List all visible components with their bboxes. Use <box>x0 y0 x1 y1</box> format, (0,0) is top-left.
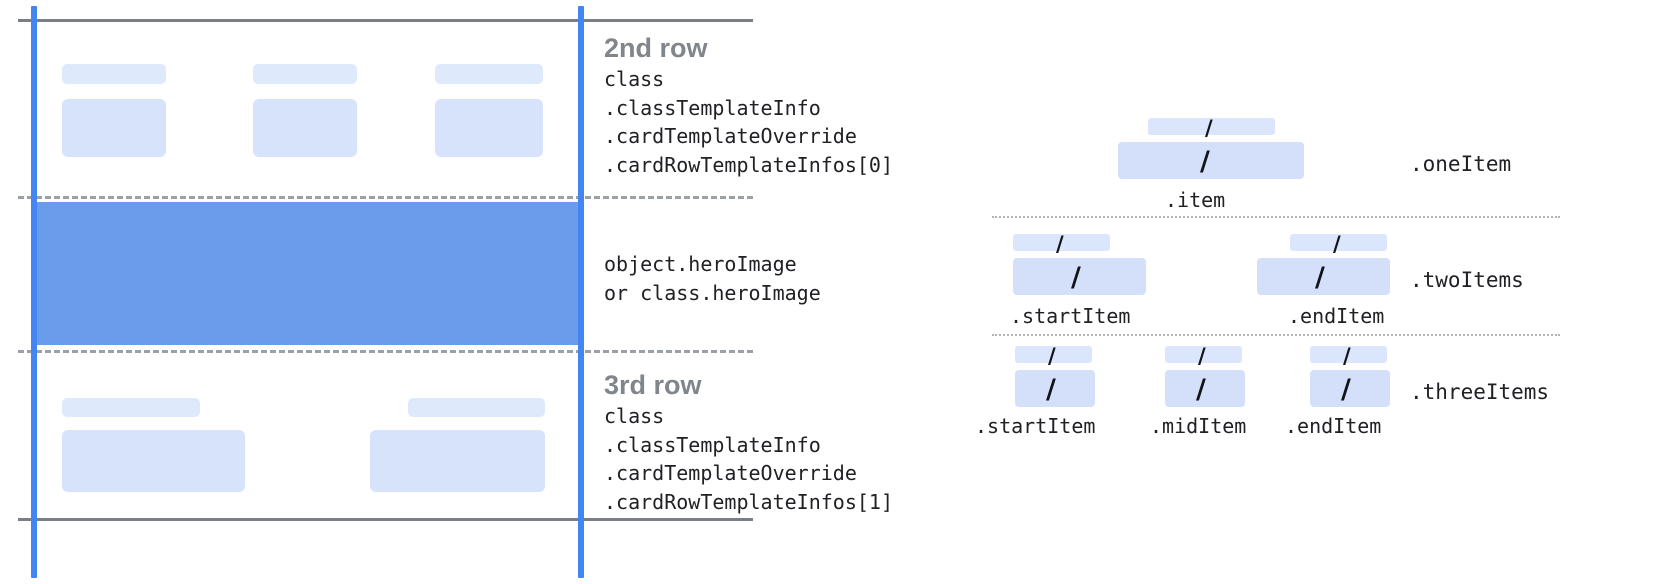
slash-icon: / <box>1205 116 1213 140</box>
item-label-box <box>1015 346 1092 363</box>
field-label-chip <box>253 64 357 84</box>
hero-row-annotation: object.heroImage or class.heroImage <box>604 250 821 307</box>
section-divider-two-three <box>992 334 1560 336</box>
row-separator-bottom <box>18 350 753 353</box>
slash-icon: / <box>1341 374 1351 405</box>
section-divider-one-two <box>992 216 1560 218</box>
item-value-box <box>1310 370 1390 407</box>
item-label-box <box>1148 118 1275 135</box>
item-label-box <box>1290 234 1387 251</box>
field-value-chip <box>435 99 543 157</box>
item-label-box <box>1013 234 1110 251</box>
hero-row-code: object.heroImage or class.heroImage <box>604 252 821 305</box>
slash-icon: / <box>1333 232 1341 256</box>
item-value-box <box>1015 370 1095 407</box>
row-separator-top <box>18 196 753 199</box>
item-value-box <box>1165 370 1245 407</box>
slash-icon: / <box>1056 232 1064 256</box>
second-row-code: class .classTemplateInfo .cardTemplateOv… <box>604 67 893 177</box>
second-row-columns <box>0 0 600 196</box>
field-label-chip <box>435 64 543 84</box>
second-row-annotation: 2nd row class .classTemplateInfo .cardTe… <box>604 31 893 179</box>
slash-icon: / <box>1196 374 1206 405</box>
slash-icon: / <box>1071 262 1081 293</box>
slash-icon: / <box>1343 344 1351 368</box>
hero-image-band <box>34 202 583 345</box>
field-label-chip <box>62 64 166 84</box>
field-value-chip <box>62 99 166 157</box>
field-value-chip <box>370 430 545 492</box>
item-caption: .midItem <box>1150 414 1247 438</box>
item-label-box <box>1165 346 1242 363</box>
slash-icon: / <box>1198 344 1206 368</box>
field-value-chip <box>253 99 357 157</box>
slash-icon: / <box>1200 146 1210 177</box>
card-top-rule <box>18 19 753 22</box>
item-arrangement-diagram: / / .item .oneItem / / .startItem / / .e… <box>960 0 1676 584</box>
card-bottom-rule <box>18 518 753 521</box>
slash-icon: / <box>1315 262 1325 293</box>
card-mockup: 2nd row class .classTemplateInfo .cardTe… <box>0 0 893 584</box>
second-row-heading: 2nd row <box>604 33 708 63</box>
field-value-chip <box>62 430 245 492</box>
card-right-edge-guide <box>578 6 584 578</box>
item-value-box <box>1257 258 1390 295</box>
one-item-section: / / .item .oneItem <box>960 0 1676 216</box>
item-label-box <box>1310 346 1387 363</box>
item-caption: .startItem <box>975 414 1096 438</box>
three-items-label: .threeItems <box>1410 380 1550 404</box>
third-row-heading: 3rd row <box>604 370 702 400</box>
two-items-section: / / .startItem / / .endItem .twoItems <box>960 216 1676 334</box>
item-caption: .endItem <box>1288 304 1385 328</box>
item-value-box <box>1013 258 1146 295</box>
item-value-box <box>1118 142 1304 179</box>
third-row-annotation: 3rd row class .classTemplateInfo .cardTe… <box>604 368 893 516</box>
third-row-columns <box>0 350 600 520</box>
item-caption: .endItem <box>1285 414 1382 438</box>
item-caption: .item <box>1165 188 1226 212</box>
three-items-section: / / .startItem / / .midItem / / .endItem… <box>960 334 1676 454</box>
third-row-code: class .classTemplateInfo .cardTemplateOv… <box>604 404 893 514</box>
item-caption: .startItem <box>1010 304 1131 328</box>
one-item-label: .oneItem <box>1410 152 1512 176</box>
two-items-label: .twoItems <box>1410 268 1524 292</box>
field-label-chip <box>408 398 545 417</box>
card-left-edge-guide <box>31 6 37 578</box>
slash-icon: / <box>1048 344 1056 368</box>
slash-icon: / <box>1046 374 1056 405</box>
field-label-chip <box>62 398 200 417</box>
